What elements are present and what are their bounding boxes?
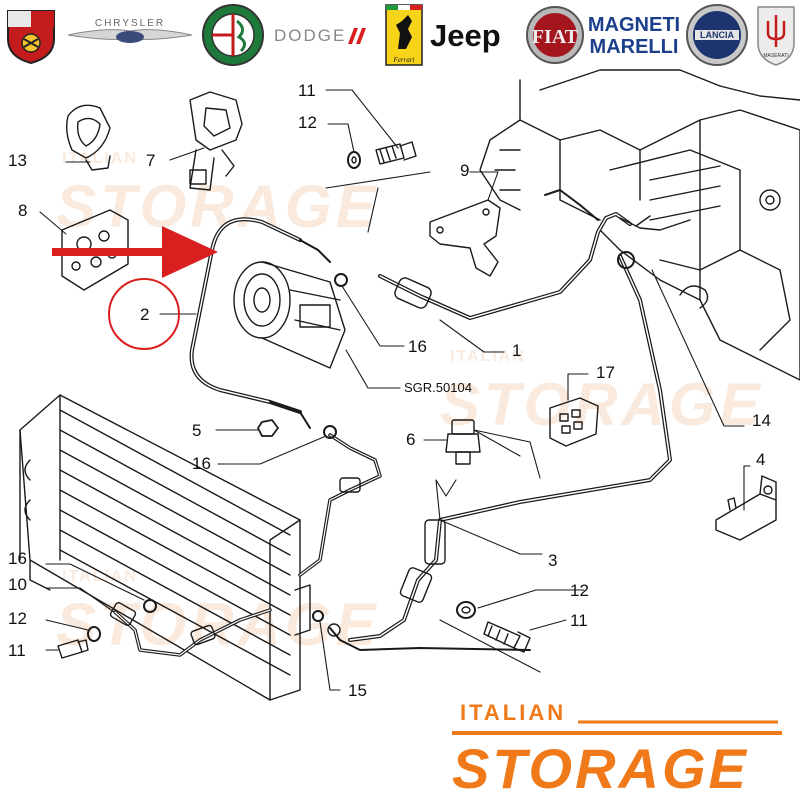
callout-17: 17 xyxy=(596,363,615,382)
callout-11: 11 xyxy=(570,611,588,630)
leader-lines xyxy=(39,89,751,691)
marelli-wordmark: MARELLI xyxy=(590,36,679,58)
highlight-arrow-icon xyxy=(52,226,218,278)
alfa-romeo-badge-icon xyxy=(200,4,266,66)
brand-logo-bar: CHRYSLER DODGE Ferrari xyxy=(0,0,800,72)
callout-16: 16 xyxy=(8,549,27,568)
heater-box-assembly xyxy=(479,69,800,381)
chrysler-wings-logo-icon: CHRYSLER xyxy=(66,4,194,66)
magneti-wordmark: MAGNETI xyxy=(588,14,680,36)
watermark-bottom-text: STORAGE xyxy=(56,173,380,240)
maserati-wordmark: MASERATI xyxy=(763,53,788,59)
condenser-assembly xyxy=(19,394,311,701)
callout-6: 6 xyxy=(406,430,416,449)
callout-1: 1 xyxy=(512,341,522,360)
watermark-bottom-text: STORAGE xyxy=(440,371,764,438)
hose-3-line xyxy=(348,254,672,642)
callout-9: 9 xyxy=(460,161,470,180)
callout-15: 15 xyxy=(348,681,367,700)
lower-right-washer-12 xyxy=(456,601,476,619)
italian-storage-logo: ITALIAN STORAGE xyxy=(452,700,782,800)
lower-left-washer-12 xyxy=(87,626,101,642)
dodge-wordmark: DODGE xyxy=(274,26,346,45)
chrysler-wordmark: CHRYSLER xyxy=(95,18,165,29)
watermark-top-text: ITALIAN xyxy=(450,348,526,365)
pressure-switch-6 xyxy=(445,419,481,465)
callout-10: 10 xyxy=(8,575,27,594)
part-7-clip xyxy=(189,91,243,191)
watermark-bottom-text: STORAGE xyxy=(56,591,380,658)
callout-12: 12 xyxy=(8,609,27,628)
callout-12: 12 xyxy=(570,581,589,600)
callout-16: 16 xyxy=(192,454,211,473)
callout-16: 16 xyxy=(408,337,427,356)
callout-12: 12 xyxy=(298,113,317,132)
o-ring-16-upper xyxy=(334,273,348,287)
o-ring-16-lower xyxy=(143,599,157,613)
footer-logo-bottom-text: STORAGE xyxy=(452,737,749,800)
lower-left-bolt-11 xyxy=(57,639,89,659)
part-9-bracket xyxy=(429,199,501,277)
jeep-wordmark: Jeep xyxy=(430,18,501,53)
callout-5: 5 xyxy=(192,421,202,440)
ferrari-wordmark: Ferrari xyxy=(393,56,415,64)
fiat-badge-icon: FIAT xyxy=(524,4,586,66)
top-washer-12 xyxy=(347,151,361,169)
callout-8: 8 xyxy=(18,201,28,220)
footer-logo-underline-icon xyxy=(452,731,782,735)
pipe-10-line xyxy=(113,608,272,657)
maserati-trident-icon: MASERATI xyxy=(754,4,798,66)
bracket-4 xyxy=(715,475,777,541)
hose-1-line xyxy=(378,212,632,320)
lancia-wordmark: LANCIA xyxy=(700,30,734,40)
callout-2: 2 xyxy=(140,305,150,324)
lancia-badge-icon: LANCIA xyxy=(684,4,750,66)
o-ring-16-middle xyxy=(323,425,337,439)
callout-4: 4 xyxy=(756,450,766,469)
compressor xyxy=(233,261,346,369)
dodge-logo-icon: DODGE xyxy=(270,4,370,66)
part-13-bracket xyxy=(65,104,111,171)
fiat-wordmark: FIAT xyxy=(532,26,579,48)
magneti-marelli-wordmark-icon: MAGNETI MARELLI xyxy=(588,4,680,66)
nut-5 xyxy=(257,419,279,437)
footer-logo-top-text: ITALIAN xyxy=(460,700,567,725)
o-ring-15 xyxy=(312,610,324,622)
callout-7: 7 xyxy=(146,151,156,170)
callout-13: 13 xyxy=(8,151,27,170)
lower-right-bolt-11 xyxy=(483,621,531,653)
footer-logo-stripe-icon xyxy=(578,720,778,724)
callout-3: 3 xyxy=(548,551,558,570)
reference-code: SGR.50104 xyxy=(404,380,472,395)
ferrari-horse-shield-icon: Ferrari xyxy=(382,4,426,66)
jeep-wordmark-icon: Jeep xyxy=(428,4,516,66)
callout-14: 14 xyxy=(752,411,771,430)
callout-11: 11 xyxy=(298,81,316,100)
callout-11: 11 xyxy=(8,641,26,660)
abarth-scorpion-logo-icon xyxy=(2,4,60,66)
connector-17 xyxy=(549,397,599,447)
top-bolt-11 xyxy=(375,141,417,165)
highlight-circle xyxy=(108,278,180,350)
